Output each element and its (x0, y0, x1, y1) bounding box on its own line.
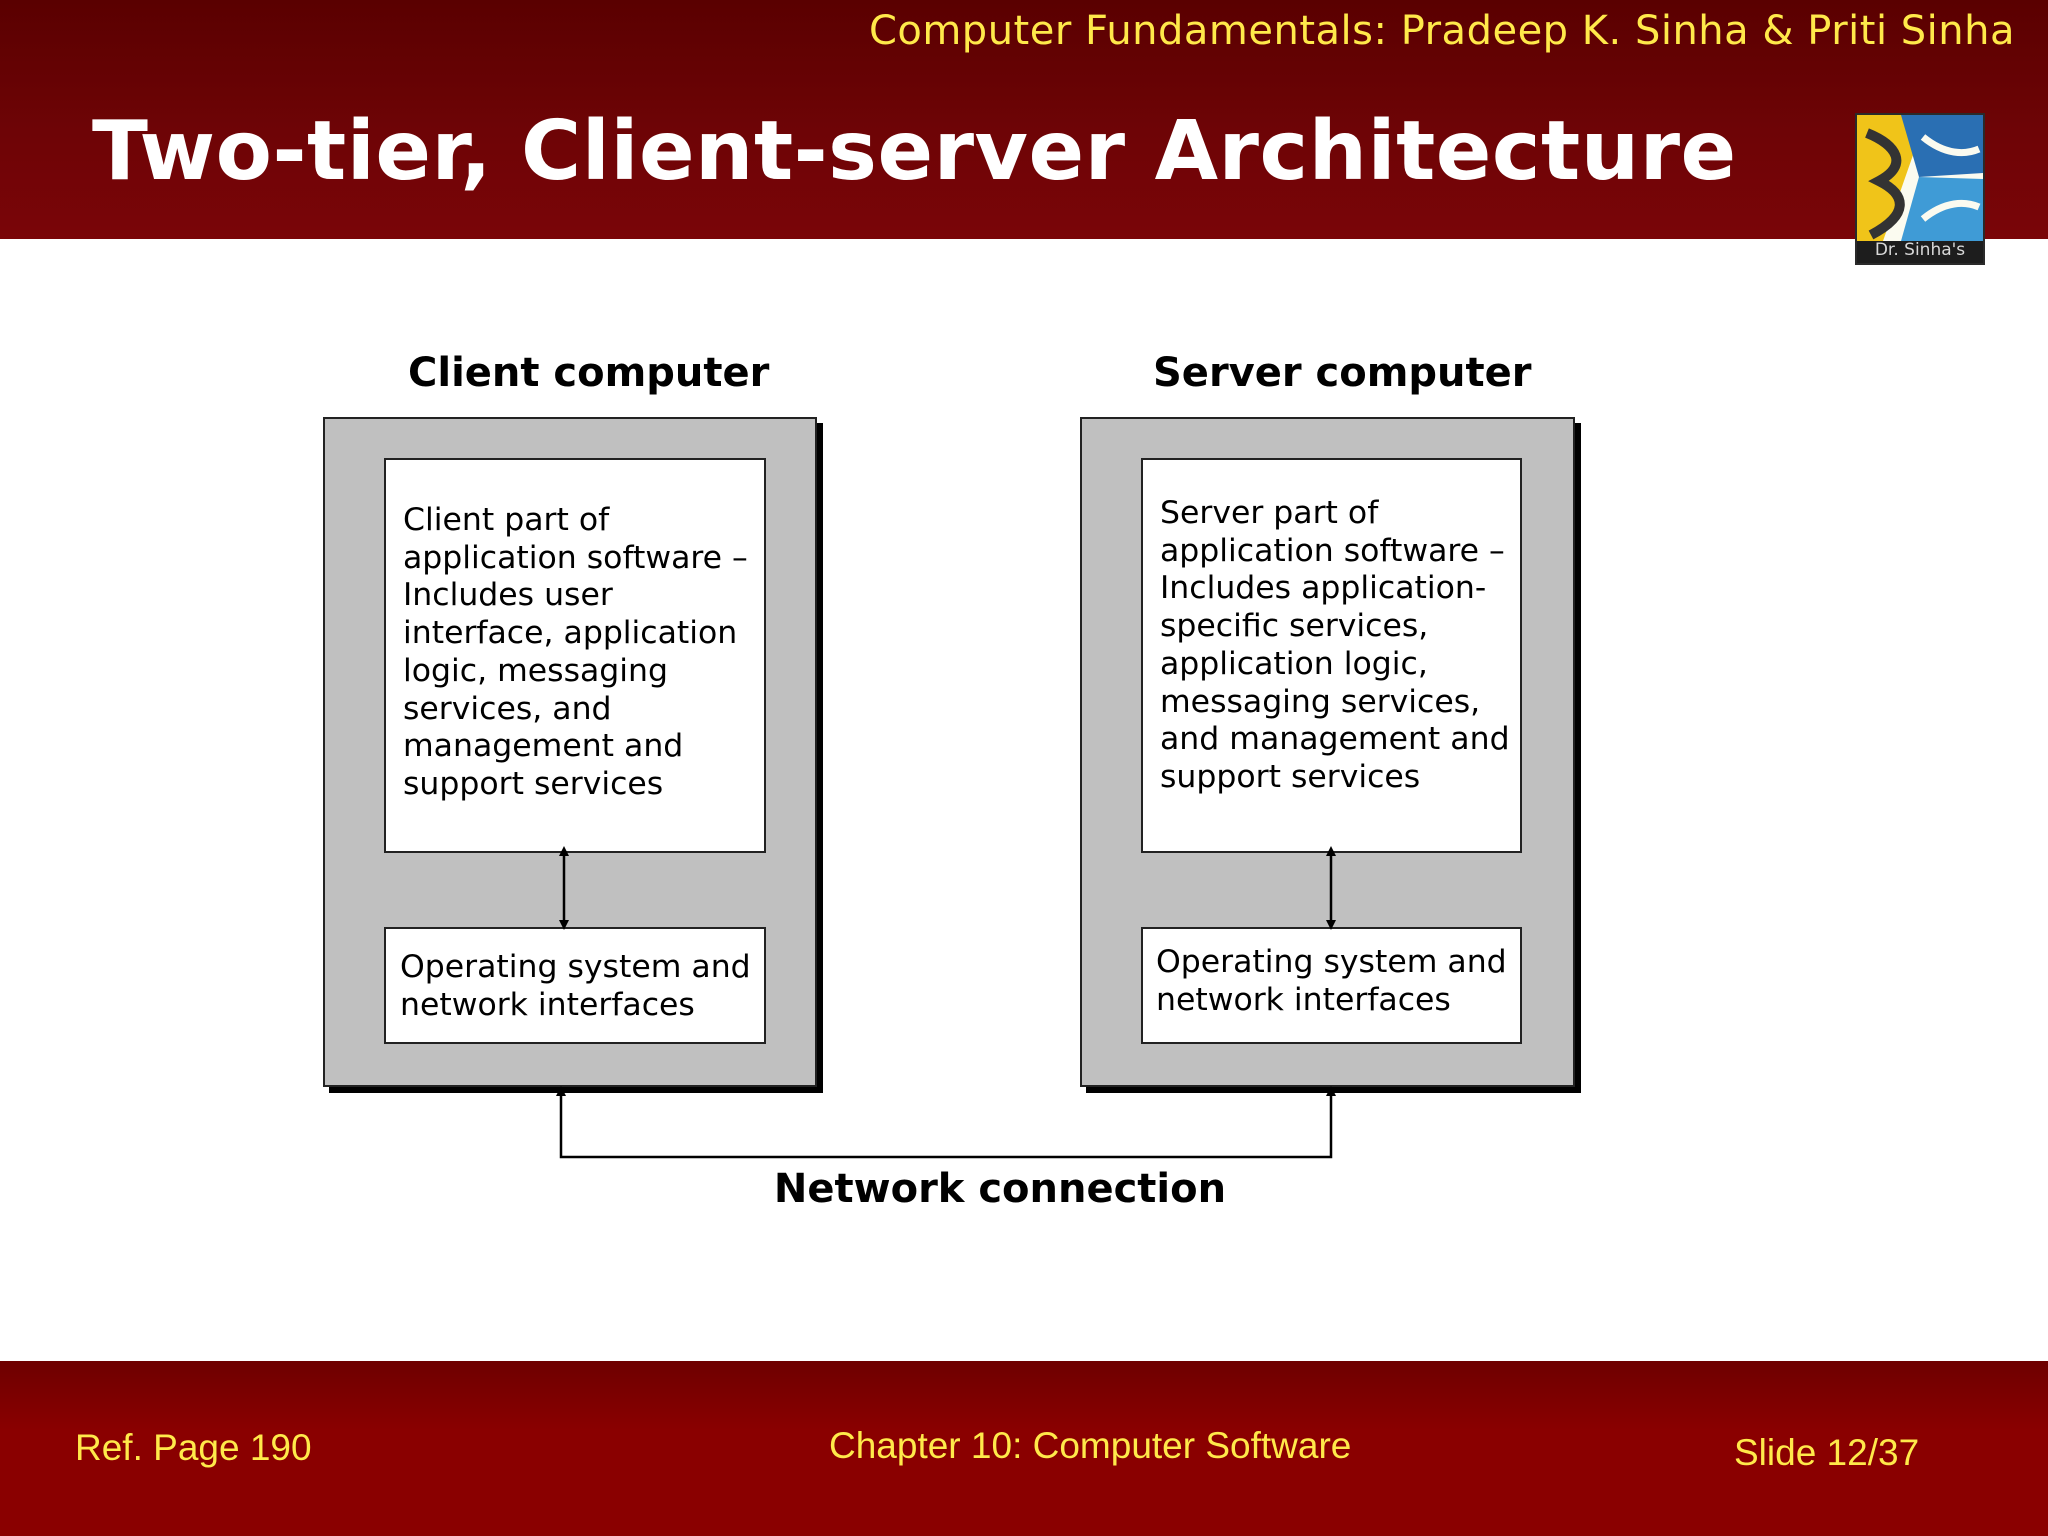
server-app-software-box: Server part of application software – In… (1141, 458, 1522, 853)
book-credit: Computer Fundamentals: Pradeep K. Sinha … (868, 8, 2015, 54)
slide-number: Slide 12/37 (1734, 1432, 1920, 1473)
logo-icon (1857, 115, 1983, 241)
client-app-software-box: Client part of application software – In… (384, 458, 766, 853)
slide-header: Computer Fundamentals: Pradeep K. Sinha … (0, 0, 2048, 239)
client-app-software-text: Client part of application software – In… (403, 502, 748, 802)
server-os-box: Operating system and network interfaces (1141, 927, 1522, 1044)
server-os-text: Operating system and network interfaces (1156, 944, 1507, 1018)
client-os-text: Operating system and network interfaces (400, 949, 751, 1023)
server-app-software-text: Server part of application software – In… (1160, 495, 1510, 795)
slide-footer: Ref. Page 190 Chapter 10: Computer Softw… (0, 1361, 2048, 1536)
reference-page: Ref. Page 190 (75, 1427, 312, 1468)
client-computer-heading: Client computer (408, 350, 770, 396)
slide-title: Two-tier, Client-server Architecture (92, 104, 1737, 199)
logo-text: Dr. Sinha's (1874, 240, 1966, 260)
network-connection-line (556, 1086, 1336, 1159)
client-os-box: Operating system and network interfaces (384, 927, 766, 1044)
chapter-label: Chapter 10: Computer Software (829, 1425, 1352, 1466)
logo: Dr. Sinha's (1855, 113, 1985, 265)
network-connection-label: Network connection (773, 1166, 1227, 1212)
server-computer-heading: Server computer (1153, 350, 1532, 396)
